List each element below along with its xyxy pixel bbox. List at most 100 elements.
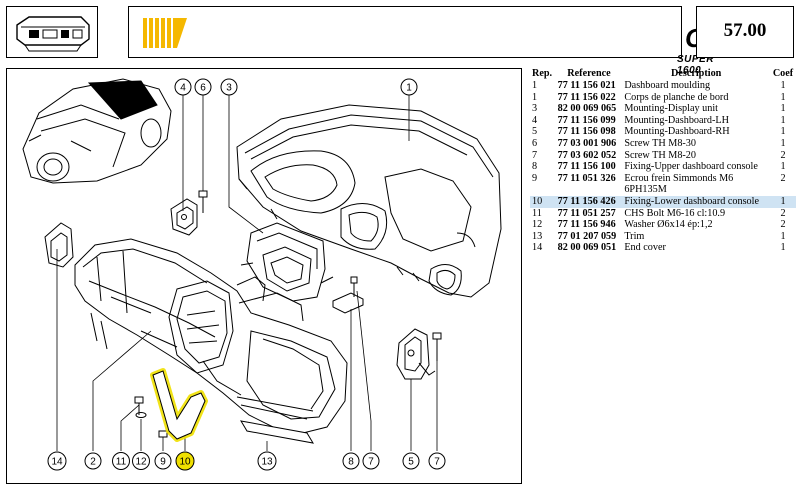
callout-8: 8 xyxy=(342,452,360,470)
page-number: 57.00 xyxy=(723,20,767,41)
svg-text:13: 13 xyxy=(261,457,273,468)
callout-6: 6 xyxy=(194,78,212,96)
cell-reference: 77 03 001 906 xyxy=(557,137,617,149)
callout-5: 5 xyxy=(402,452,420,470)
cell-coef: 2 xyxy=(780,172,786,184)
part-dashboard-moulding xyxy=(236,104,502,298)
part-mounting-rh xyxy=(396,328,442,380)
cell-description: Corps de planche de bord xyxy=(624,91,729,103)
cell-rep: 5 xyxy=(532,126,538,138)
cell-description: End cover xyxy=(624,242,666,254)
cell-reference: 77 11 156 098 xyxy=(557,126,616,138)
table-row: 1 77 11 156 021 Dashboard moulding 1 xyxy=(530,80,796,92)
cell-coef: 1 xyxy=(780,126,786,138)
cell-coef xyxy=(770,184,796,196)
cell-description: CHS Bolt M6-16 cl:10.9 xyxy=(624,207,726,219)
cell-coef: 1 xyxy=(780,161,786,173)
cell-coef: 1 xyxy=(780,103,786,115)
cell-rep: 4 xyxy=(532,114,538,126)
cell-coef: 1 xyxy=(780,137,786,149)
cell-rep: 8 xyxy=(532,161,538,173)
cell-rep: 7 xyxy=(532,149,538,161)
callout-3: 3 xyxy=(220,78,238,96)
cell-description: Mounting-Dashboard-RH xyxy=(624,126,730,138)
cell-rep: 3 xyxy=(532,103,538,115)
col-rep: Rep. xyxy=(532,68,553,79)
col-reference: Reference xyxy=(567,68,611,79)
part-fixing-lower-console xyxy=(150,368,208,442)
cell-coef: 1 xyxy=(770,195,796,208)
cell-rep: 12 xyxy=(532,219,543,231)
cell-reference: 82 00 069 051 xyxy=(557,242,617,254)
part-dashboard-body xyxy=(74,238,348,434)
cell-reference: 77 03 602 052 xyxy=(557,149,617,161)
cell-reference: 77 11 156 021 xyxy=(557,80,616,91)
parts-table: Rep. Reference Description Coef 1 77 11 1… xyxy=(530,68,796,254)
table-row: 5 77 11 156 098 Mounting-Dashboard-RH 1 xyxy=(530,126,796,138)
exploded-diagram: 1 4 6 3 14 2 1 xyxy=(6,68,522,484)
part-display-mounting xyxy=(240,222,334,302)
cell-rep: 10 xyxy=(530,195,556,208)
svg-text:12: 12 xyxy=(135,457,147,468)
cell-description: Fixing-Upper dashboard console xyxy=(624,161,758,173)
col-description: Description xyxy=(670,68,722,79)
svg-text:14: 14 xyxy=(51,457,63,468)
part-mounting-lh xyxy=(170,198,198,236)
callout-7a: 7 xyxy=(362,452,380,470)
part-end-cover xyxy=(44,222,74,268)
callout-11: 11 xyxy=(112,452,130,470)
part-trim xyxy=(236,396,314,444)
svg-text:6: 6 xyxy=(200,83,206,94)
cell-rep: 1 xyxy=(532,80,538,91)
cell-description: 6PH135M xyxy=(624,184,667,196)
parts-table-header: Rep. Reference Description Coef xyxy=(530,68,796,80)
cell-coef: 1 xyxy=(780,114,786,126)
cell-reference: 77 11 051 257 xyxy=(557,207,616,219)
cell-coef: 1 xyxy=(780,230,786,242)
callout-2: 2 xyxy=(84,452,102,470)
cell-rep: 13 xyxy=(532,230,543,242)
part-screw-6 xyxy=(198,190,208,213)
cell-description: Dashboard moulding xyxy=(624,80,711,91)
cell-rep: 11 xyxy=(532,207,542,219)
cell-coef: 1 xyxy=(780,91,786,103)
leader-lines xyxy=(56,95,438,451)
svg-text:5: 5 xyxy=(408,457,414,468)
cell-rep: 6 xyxy=(532,137,538,149)
cell-coef: 2 xyxy=(780,149,786,161)
car-silhouette-icon xyxy=(22,78,172,184)
svg-text:8: 8 xyxy=(348,457,354,468)
svg-text:4: 4 xyxy=(180,83,186,94)
cell-description: Washer Ø6x14 ép:1,2 xyxy=(624,219,713,231)
callout-10: 10 xyxy=(175,451,195,471)
cell-reference: 77 11 156 946 xyxy=(557,219,616,231)
cell-reference: 82 00 069 065 xyxy=(557,103,617,115)
cell-description: Mounting-Dashboard-LH xyxy=(624,114,729,126)
table-row: 6PH135M xyxy=(530,184,796,196)
cell-description: Fixing-Lower dashboard console xyxy=(622,195,771,208)
cell-description: Ecrou frein Simmonds M6 xyxy=(624,172,734,184)
svg-text:11: 11 xyxy=(116,457,127,468)
header-thumbnail xyxy=(6,6,98,58)
dashboard-exploded-view: 1 4 6 3 14 2 1 xyxy=(22,78,502,471)
col-coef: Coef xyxy=(772,68,794,79)
cell-reference: 77 11 156 426 xyxy=(555,195,623,208)
cell-reference: 77 01 207 059 xyxy=(557,230,617,242)
cell-reference: 77 11 156 100 xyxy=(557,161,616,173)
svg-text:10: 10 xyxy=(179,457,191,468)
callout-9: 9 xyxy=(154,452,172,470)
svg-text:2: 2 xyxy=(90,457,96,468)
dashboard-thumbnail-icon xyxy=(16,16,90,52)
cell-coef: 1 xyxy=(780,80,786,91)
cell-coef: 2 xyxy=(780,207,786,219)
